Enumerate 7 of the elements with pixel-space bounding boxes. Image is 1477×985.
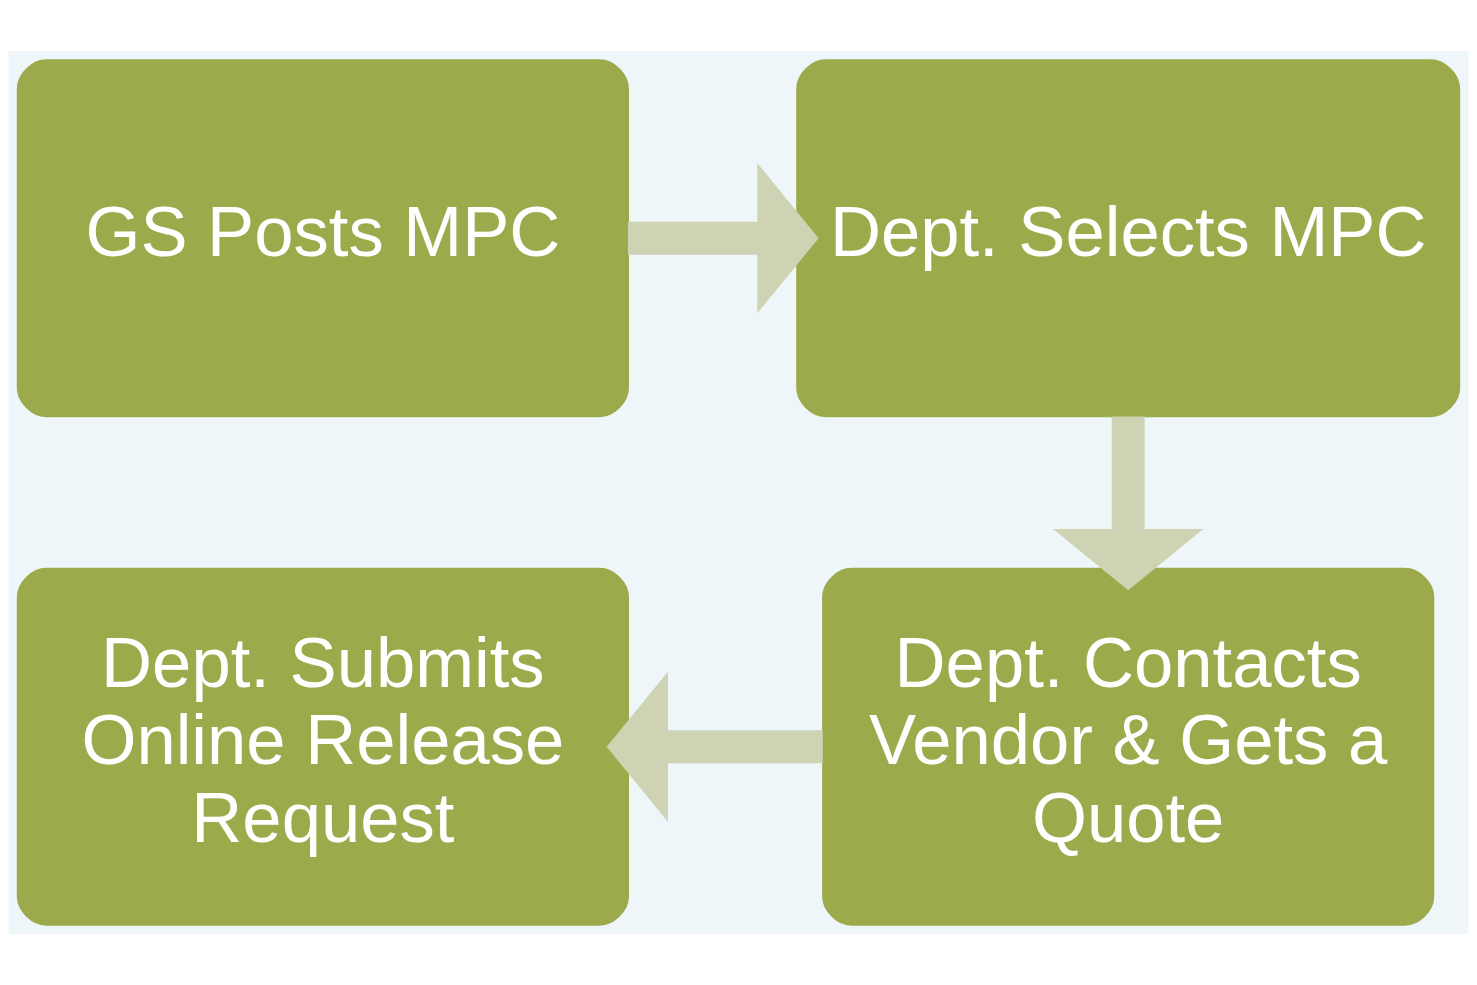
node-box: GS Posts MPC — [16, 59, 629, 418]
arrow — [1053, 416, 1204, 591]
node-box: Dept. Contacts Vendor & Gets a Quote — [822, 567, 1435, 926]
arrow — [627, 163, 819, 314]
arrow — [606, 671, 823, 822]
node-box: Dept. Selects MPC — [796, 59, 1461, 418]
node-box: Dept. Submits Online Release Request — [16, 567, 629, 926]
